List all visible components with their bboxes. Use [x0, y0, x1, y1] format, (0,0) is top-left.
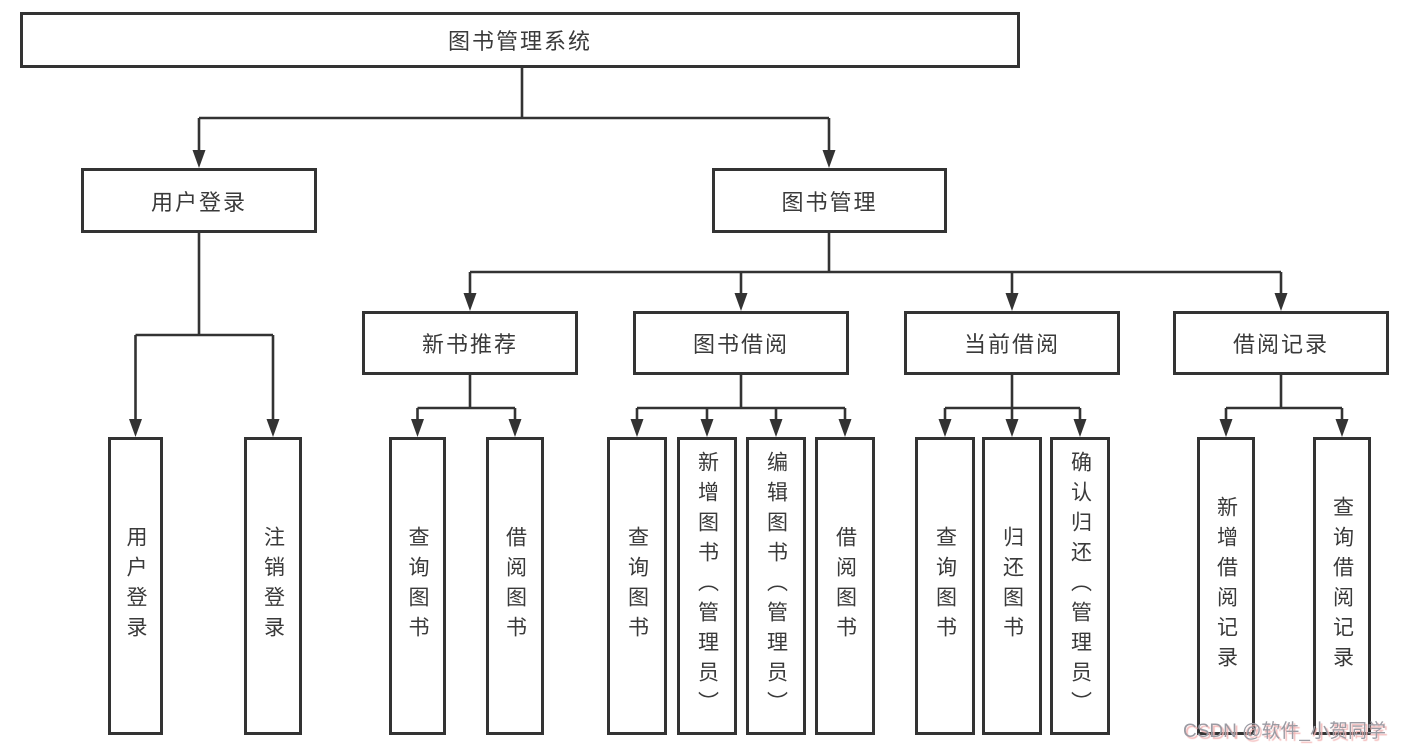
leaf-logout: 注销登录 [244, 437, 302, 735]
leaf-borrow-books-recommend-label: 借阅图书 [503, 526, 527, 646]
leaf-confirm-return-admin-label: 确认归还（管理员） [1068, 451, 1092, 721]
node-book-borrow: 图书借阅 [633, 311, 849, 375]
node-book-management: 图书管理 [712, 168, 947, 233]
node-current-borrow: 当前借阅 [904, 311, 1120, 375]
leaf-borrow-books: 借阅图书 [815, 437, 875, 735]
leaf-user-login-label: 用户登录 [124, 526, 147, 646]
node-current-borrow-label: 当前借阅 [963, 332, 1060, 357]
leaf-query-books-borrow: 查询图书 [607, 437, 667, 735]
leaf-logout-label: 注销登录 [261, 526, 285, 646]
csdn-watermark: CSDN @软件_小贺同学 [1183, 721, 1386, 742]
leaf-borrow-books-recommend: 借阅图书 [486, 437, 544, 735]
node-root-label: 图书管理系统 [447, 29, 592, 54]
leaf-edit-books-admin: 编辑图书（管理员） [746, 437, 806, 735]
node-user-login: 用户登录 [81, 168, 317, 233]
leaf-query-books-current: 查询图书 [915, 437, 975, 735]
node-book-management-label: 图书管理 [781, 189, 878, 215]
leaf-edit-books-admin-label: 编辑图书（管理员） [764, 451, 788, 721]
node-borrow-records: 借阅记录 [1173, 311, 1389, 375]
arrowheads [129, 150, 1349, 437]
node-book-borrow-label: 图书借阅 [692, 332, 789, 357]
leaf-query-books-recommend: 查询图书 [389, 437, 446, 735]
node-new-book-recommend-label: 新书推荐 [421, 332, 518, 357]
node-borrow-records-label: 借阅记录 [1232, 332, 1329, 357]
node-new-book-recommend: 新书推荐 [362, 311, 578, 375]
leaf-add-borrow-record: 新增借阅记录 [1197, 437, 1255, 735]
node-user-login-label: 用户登录 [150, 189, 247, 215]
leaf-add-books-admin-label: 新增图书（管理员） [695, 451, 719, 721]
leaf-borrow-books-label: 借阅图书 [833, 526, 857, 646]
leaf-query-books-recommend-label: 查询图书 [406, 526, 429, 646]
leaf-query-books-current-label: 查询图书 [933, 526, 957, 646]
leaf-return-books-label: 归还图书 [1000, 526, 1024, 646]
leaf-user-login: 用户登录 [108, 437, 163, 735]
leaf-add-books-admin: 新增图书（管理员） [677, 437, 737, 735]
leaf-query-books-borrow-label: 查询图书 [625, 526, 649, 646]
node-root: 图书管理系统 [20, 12, 1020, 68]
leaf-add-borrow-record-label: 新增借阅记录 [1214, 496, 1238, 676]
leaf-confirm-return-admin: 确认归还（管理员） [1050, 437, 1110, 735]
leaf-return-books: 归还图书 [982, 437, 1042, 735]
leaf-query-borrow-record-label: 查询借阅记录 [1330, 496, 1354, 676]
leaf-query-borrow-record: 查询借阅记录 [1313, 437, 1371, 735]
